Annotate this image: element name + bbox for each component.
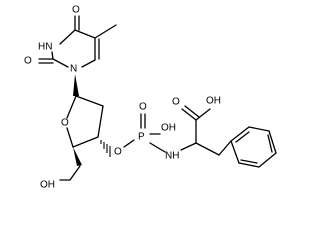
bond-carboxyl-o-double	[184, 105, 200, 118]
atom-o-phosphate: O	[114, 147, 122, 158]
bond-c1prime-c2prime	[75, 95, 104, 107]
bond-o-p	[123, 139, 135, 148]
structure-diagram: O HN O N O O P O OH NH O OH OH	[24, 5, 277, 191]
atom-hn: HN	[38, 42, 52, 53]
atom-o-double: O	[139, 102, 147, 113]
phenylalanine	[180, 105, 277, 168]
bond-cbeta-ring	[218, 140, 232, 156]
atom-nh: NH	[165, 151, 179, 162]
bond-p-nh	[149, 142, 166, 153]
wedge-c4prime-ch2	[73, 147, 82, 166]
atom-oh-acid: OH	[206, 96, 221, 107]
atom-oh-phosphate: OH	[161, 123, 176, 134]
bond-c5-methyl	[94, 24, 117, 39]
bond-carboxyl-o	[181, 108, 197, 121]
atom-p: P	[138, 132, 145, 143]
bond-c2-n3	[51, 51, 54, 60]
atom-n1: N	[70, 64, 77, 75]
bond-c6-n1	[81, 59, 96, 68]
bond-nh-calpha	[180, 142, 197, 151]
bond-c2prime-c3prime	[97, 105, 104, 138]
bond-calpha-cbeta	[195, 142, 220, 156]
bond-carboxyl-oh	[195, 108, 211, 121]
atom-labels: O HN O N O O P O OH NH O OH OH	[24, 5, 221, 191]
bond-n3-c4	[59, 29, 76, 45]
bond-c4prime-o	[66, 127, 74, 148]
bond-c4-c5	[74, 29, 96, 39]
wedge-n1-c1prime	[73, 74, 79, 96]
atom-o-ring: O	[61, 118, 69, 129]
bond-n1-c2	[52, 58, 69, 68]
bond-c1prime-o	[66, 95, 77, 119]
atom-o-c2: O	[24, 56, 32, 67]
atom-o-c4: O	[72, 5, 80, 16]
bond-ch2-oh	[69, 165, 81, 181]
atom-oh-ch2: OH	[40, 180, 55, 191]
thymine-ring	[38, 15, 117, 68]
sugar-ring	[59, 74, 111, 181]
atom-o-acid: O	[172, 97, 180, 108]
bond-c3prime-c4prime	[72, 136, 99, 148]
hash-c3prime-o	[100, 140, 111, 157]
benzene-ring	[230, 126, 277, 168]
phosphoramidate	[123, 113, 166, 153]
